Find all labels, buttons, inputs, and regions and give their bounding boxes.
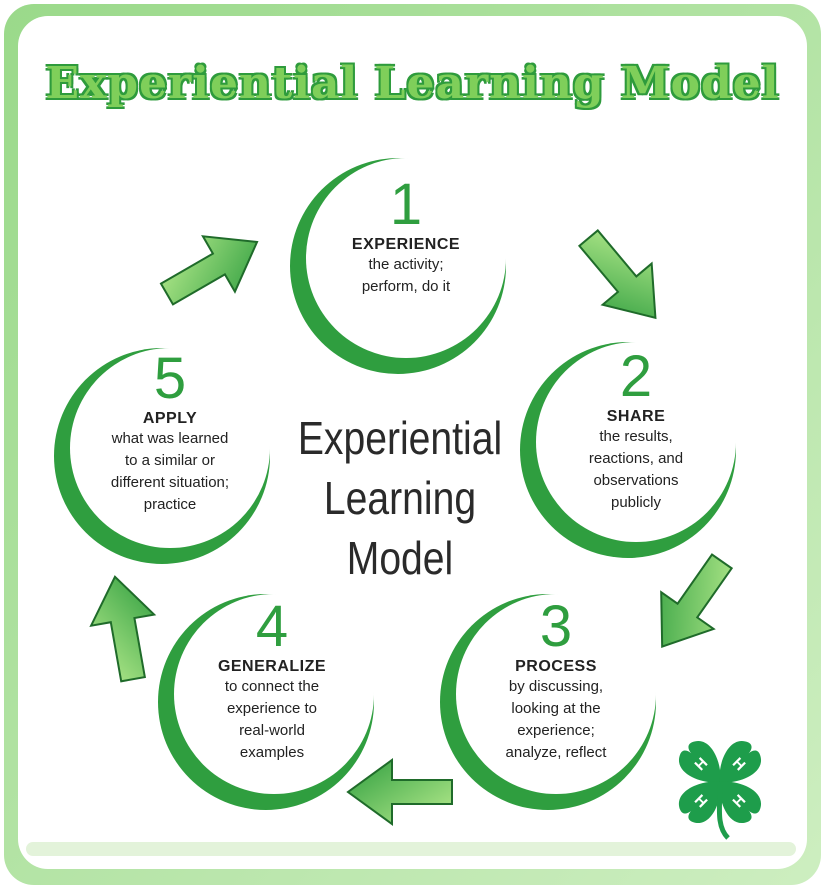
step-desc-line: to a similar or xyxy=(124,452,216,469)
clover-leaf-top-right xyxy=(719,740,762,783)
step-heading: PROCESS xyxy=(515,658,597,675)
arrow-5-to-1 xyxy=(159,235,259,306)
step-desc-line: what was learned xyxy=(111,430,229,447)
arrow-2-to-3 xyxy=(660,553,734,648)
step-heading: EXPERIENCE xyxy=(351,236,461,253)
step-desc-line: real-world xyxy=(239,722,305,739)
center-title: Experiential Learning Model xyxy=(290,408,511,588)
step-heading: SHARE xyxy=(606,408,666,425)
step-desc-line: practice xyxy=(143,496,197,513)
clover-leaf-bottom-right xyxy=(719,781,762,824)
step-desc-line: the activity; xyxy=(368,256,444,273)
circle-2 xyxy=(520,342,736,558)
step-number: 2 xyxy=(619,344,653,409)
circle-3 xyxy=(440,594,656,810)
step-experience: 1 EXPERIENCE the activity; perform, do i… xyxy=(326,172,486,298)
arrow-3-to-4 xyxy=(346,758,453,826)
step-desc-line: different situation; xyxy=(110,474,230,491)
step-heading: GENERALIZE xyxy=(217,658,327,675)
arrow-1-to-2 xyxy=(577,229,657,320)
step-heading: APPLY xyxy=(142,410,198,427)
step-desc-line: by discussing, xyxy=(508,678,604,695)
step-generalize: 4 GENERALIZE to connect the experience t… xyxy=(190,594,354,764)
step-number: 3 xyxy=(539,594,573,659)
step-desc-line: to connect the xyxy=(224,678,320,695)
step-desc-line: looking at the xyxy=(511,700,601,717)
step-desc-line: perform, do it xyxy=(361,278,451,295)
center-title-line-2: Learning xyxy=(323,472,477,524)
circle-1 xyxy=(290,158,506,374)
center-title-line-1: Experiential xyxy=(297,412,503,464)
step-desc-line: reactions, and xyxy=(588,450,684,467)
step-desc-line: experience to xyxy=(226,700,318,717)
circle-4 xyxy=(158,594,374,810)
clover-leaf-bottom-left xyxy=(678,781,721,824)
step-number: 1 xyxy=(389,172,423,237)
step-desc-line: the results, xyxy=(599,428,673,445)
step-number: 4 xyxy=(255,594,289,659)
step-process: 3 PROCESS by discussing, looking at the … xyxy=(474,594,638,764)
step-number: 5 xyxy=(153,346,187,411)
circle-5 xyxy=(54,348,270,564)
step-desc-line: experience; xyxy=(517,722,595,739)
step-desc-line: observations xyxy=(593,472,679,489)
page-title: Experiential Learning Model xyxy=(45,58,780,109)
clover-logo: H H H H xyxy=(668,730,786,842)
step-desc-line: publicly xyxy=(610,494,662,511)
step-desc-line: analyze, reflect xyxy=(505,744,607,761)
center-title-line-3: Model xyxy=(346,532,454,584)
clover-leaf-top-left xyxy=(678,740,721,783)
step-desc-line: examples xyxy=(239,744,305,761)
arrow-4-to-5 xyxy=(89,575,157,683)
step-share: 2 SHARE the results, reactions, and obse… xyxy=(556,344,716,514)
step-apply: 5 APPLY what was learned to a similar or… xyxy=(84,346,256,516)
